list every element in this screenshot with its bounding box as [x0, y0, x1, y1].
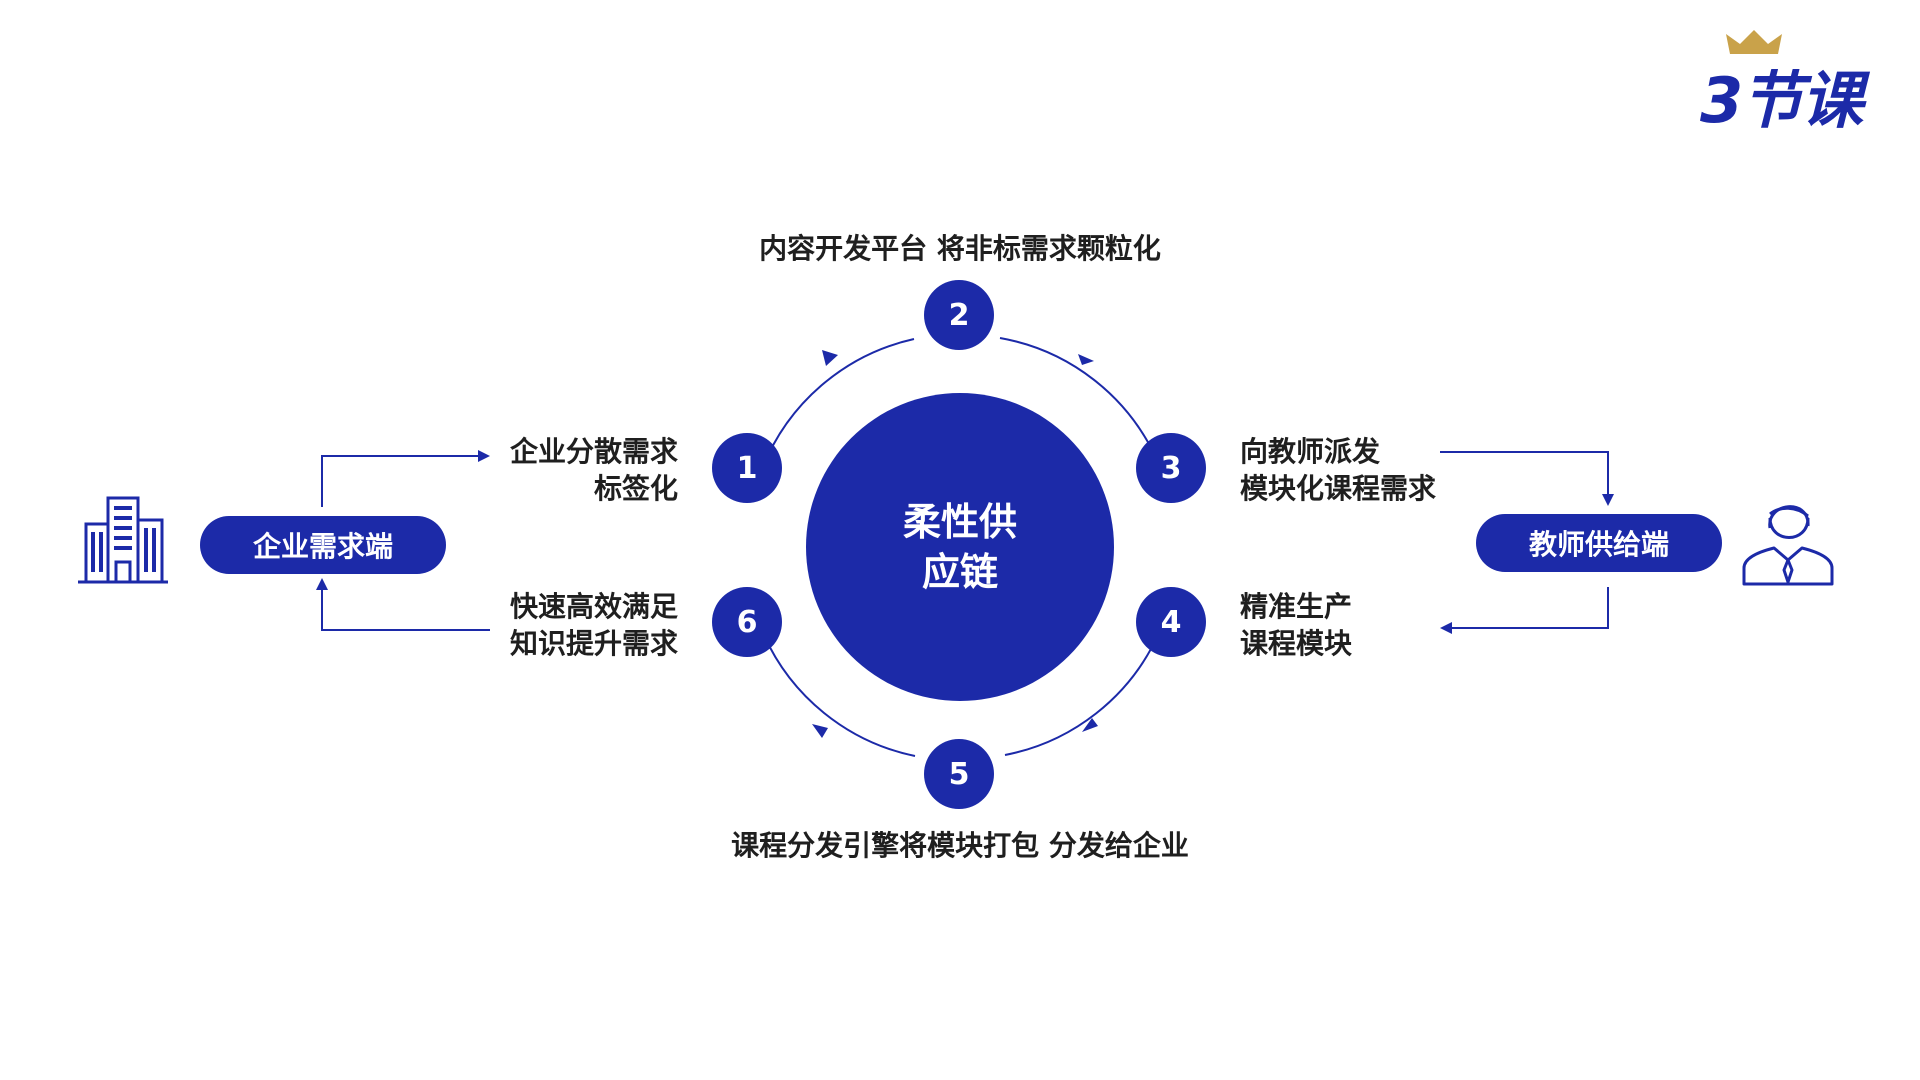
logo-text: 3节课: [1700, 64, 1863, 137]
left-out-arrow: [321, 450, 490, 507]
step-3-line-2: 模块化课程需求: [1240, 472, 1437, 505]
arrowhead-1-2: [822, 350, 838, 366]
enterprise-demand-pill: 企业需求端: [200, 516, 446, 574]
step-4-line-2: 课程模块: [1240, 627, 1353, 660]
step-1-line-2: 标签化: [593, 472, 678, 505]
teacher-icon: [1742, 505, 1834, 586]
step-1-line-1: 企业分散需求: [509, 435, 678, 468]
step-5-line-1: 课程分发引擎将模块打包 分发给企业: [731, 829, 1189, 862]
teacher-supply-pill: 教师供给端: [1476, 514, 1722, 572]
left-in-arrow: [316, 578, 490, 631]
step-1-badge: 1: [712, 433, 782, 503]
step-4-label: 精准生产 课程模块: [1240, 588, 1352, 662]
step-3-line-1: 向教师派发: [1240, 435, 1381, 468]
core-line-2: 应链: [921, 550, 998, 594]
arrowhead-4-5: [1082, 718, 1098, 732]
crown-icon: [1726, 30, 1782, 54]
building-icon: [78, 496, 168, 584]
arc-2-3: [999, 337, 1158, 461]
step-4-line-1: 精准生产: [1240, 590, 1353, 623]
core-circle: 柔性供 应链: [806, 393, 1114, 701]
arrowhead-5-6: [812, 724, 828, 738]
step-5-badge: 5: [924, 739, 994, 809]
step-6-line-2: 知识提升需求: [509, 627, 678, 660]
step-6-badge: 6: [712, 587, 782, 657]
step-2-line-1: 内容开发平台 将非标需求颗粒化: [759, 232, 1161, 265]
step-6-line-1: 快速高效满足: [509, 590, 678, 623]
brand-logo: 3节课: [1700, 28, 1900, 137]
step-3-badge: 3: [1136, 433, 1206, 503]
right-out-arrow: [1440, 587, 1609, 634]
arrowhead-2-3: [1078, 354, 1094, 365]
right-in-arrow: [1440, 451, 1614, 506]
step-5-label: 课程分发引擎将模块打包 分发给企业: [660, 827, 1260, 864]
step-2-label: 内容开发平台 将非标需求颗粒化: [660, 230, 1260, 267]
step-2-badge: 2: [924, 280, 994, 350]
core-line-1: 柔性供: [902, 500, 1017, 544]
step-6-label: 快速高效满足 知识提升需求: [510, 588, 678, 662]
step-4-badge: 4: [1136, 587, 1206, 657]
arc-4-5: [1004, 634, 1159, 756]
arc-5-6: [762, 632, 916, 757]
step-1-label: 企业分散需求 标签化: [510, 433, 678, 507]
step-3-label: 向教师派发 模块化课程需求: [1240, 433, 1436, 507]
